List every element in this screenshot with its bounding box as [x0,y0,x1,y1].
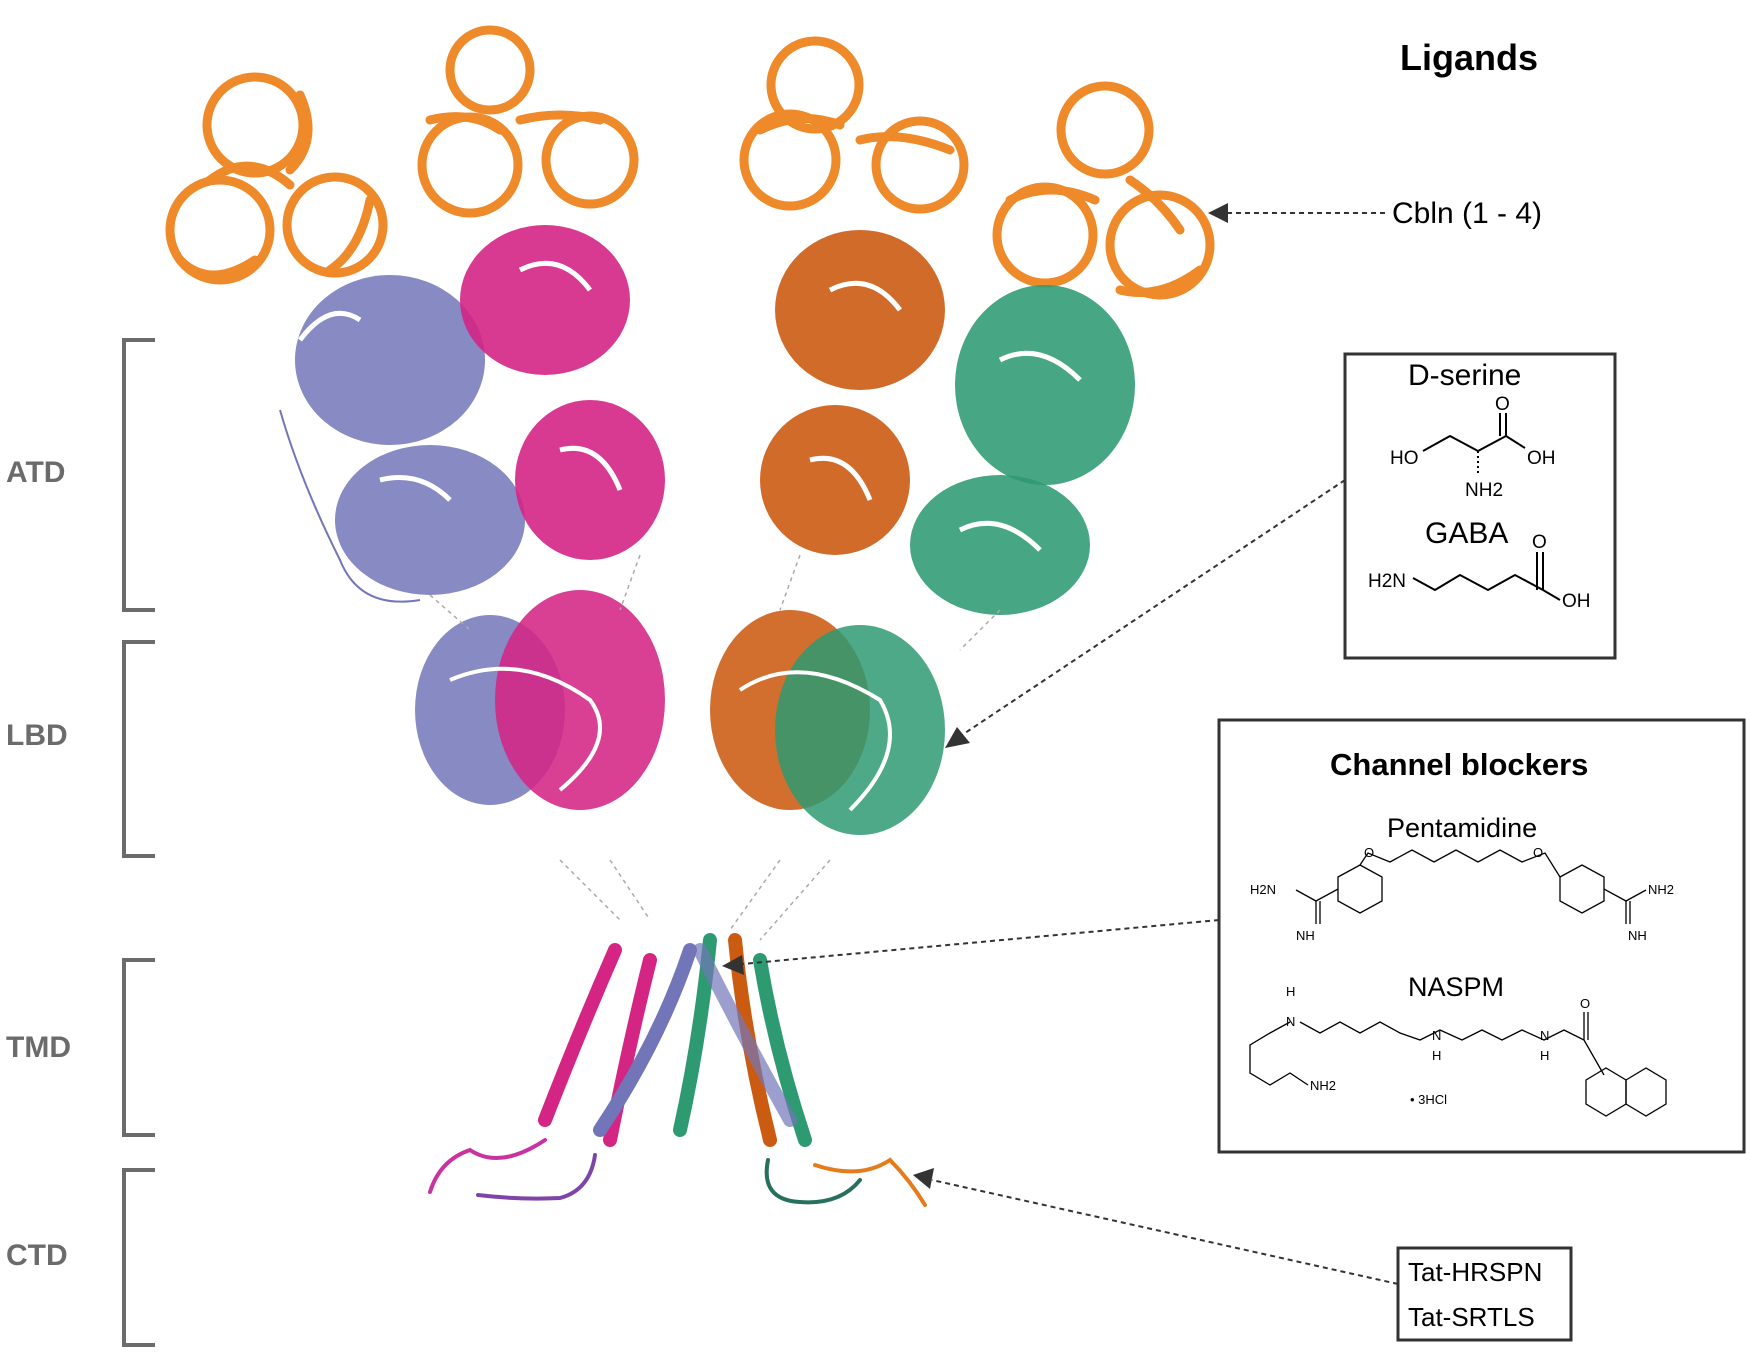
atd-bracket [122,338,155,612]
dserine-gaba-box: D-serine HO O OH NH2 GABA H2N O OH [945,352,1617,748]
gaba-name: GABA [1425,517,1508,550]
cbln-annotation: Cbln (1 - 4) [1208,197,1542,230]
svg-text:H: H [1540,1048,1549,1063]
svg-text:NH: NH [1628,928,1647,943]
svg-text:H: H [1286,984,1295,999]
svg-text:O: O [1364,845,1374,860]
ctd-bracket [122,1168,155,1347]
dserine-leader [961,479,1346,736]
peptide-box: Tat-HRSPN Tat-SRTLS [913,1168,1573,1342]
svg-text:N: N [1286,1014,1295,1029]
naspm-structure: H N N H N H NH2 O • 3HCl [1249,984,1667,1117]
atd-brown-subunit [760,230,945,555]
svg-text:O: O [1580,996,1590,1011]
cbln-arrowhead [1208,203,1228,223]
ligands-title: Ligands [1400,37,1538,78]
svg-text:N: N [1540,1028,1549,1043]
naspm-name: NASPM [1408,972,1504,1002]
svg-text:NH2: NH2 [1465,480,1503,501]
cbln-right-hexamer [739,36,1215,300]
blockers-arrowhead [722,955,744,975]
peptide-leader [931,1179,1399,1285]
atd-lbd-linkers [429,554,1001,941]
atd-magenta-subunit [460,225,665,560]
channel-blockers-box: Channel blockers Pentamidine O O H2N NH … [722,718,1746,1154]
channel-blockers-frame [1217,718,1746,1154]
svg-text:O: O [1532,532,1547,553]
naspm-salt: • 3HCl [1410,1092,1447,1107]
pentamidine-name: Pentamidine [1387,813,1537,843]
svg-text:NH: NH [1296,928,1315,943]
dserine-name: D-serine [1408,359,1521,392]
cbln-left-hexamer [165,25,639,285]
lbd-left-dimer [415,590,665,810]
atd-blue-subunit [279,275,525,603]
svg-text:OH: OH [1562,591,1591,612]
svg-text:H2N: H2N [1250,882,1276,897]
svg-text:N: N [1432,1028,1441,1043]
svg-text:HO: HO [1390,448,1419,469]
tmd-helices [538,933,812,1147]
svg-text:O: O [1495,394,1510,415]
channel-blockers-heading: Channel blockers [1330,747,1588,782]
tmd-label: TMD [6,1031,71,1064]
svg-text:H2N: H2N [1368,571,1406,592]
tmd-bracket [122,958,155,1137]
dserine-arrowhead [945,727,970,748]
blockers-leader [741,919,1220,965]
dserine-gaba-frame [1343,352,1617,660]
atd-green-subunit [910,285,1135,615]
peptide-frame [1396,1246,1573,1342]
ctd-tails [428,1138,927,1207]
domain-brackets: ATD LBD TMD CTD [6,338,155,1347]
lbd-bracket [122,640,155,858]
lbd-label: LBD [6,719,68,752]
cbln-label: Cbln (1 - 4) [1392,197,1542,230]
peptide-arrowhead [913,1168,934,1189]
peptide-label-1: Tat-HRSPN [1408,1257,1542,1287]
ctd-label: CTD [6,1239,68,1272]
svg-text:OH: OH [1527,448,1556,469]
gaba-structure: H2N O OH [1368,532,1591,612]
dserine-structure: HO O OH NH2 [1390,394,1556,501]
receptor-structure [165,25,1215,1207]
svg-text:NH2: NH2 [1648,882,1674,897]
pentamidine-structure: O O H2N NH NH2 NH [1250,845,1674,943]
peptide-label-2: Tat-SRTLS [1408,1302,1535,1332]
atd-label: ATD [6,456,65,489]
svg-text:NH2: NH2 [1310,1078,1336,1093]
lbd-right-dimer [710,610,945,835]
svg-text:H: H [1432,1048,1441,1063]
svg-text:O: O [1533,845,1543,860]
